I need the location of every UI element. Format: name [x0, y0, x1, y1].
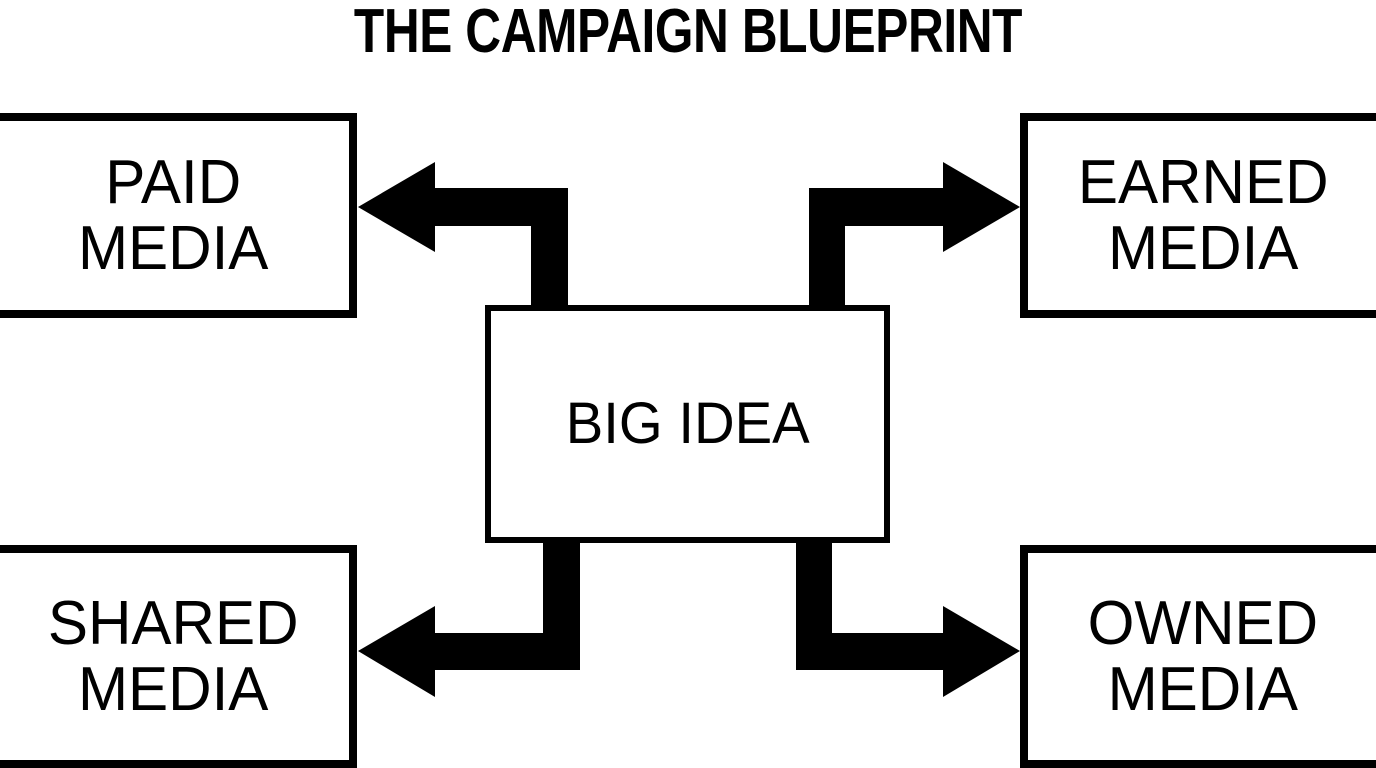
connector-big-idea-to-earned [809, 162, 1020, 320]
node-box-shared-media[interactable]: SHARED MEDIA [0, 545, 357, 768]
node-label-owned-media: OWNED MEDIA [1087, 588, 1319, 724]
node-box-big-idea[interactable]: BIG IDEA [485, 305, 890, 543]
node-box-owned-media[interactable]: OWNED MEDIA [1020, 545, 1376, 768]
node-label-big-idea: BIG IDEA [565, 391, 810, 456]
node-label-paid-media: PAID MEDIA [78, 147, 269, 283]
connector-big-idea-to-shared [358, 528, 580, 697]
node-box-earned-media[interactable]: EARNED MEDIA [1020, 113, 1376, 318]
connector-big-idea-to-owned [796, 528, 1020, 697]
page-title: THE CAMPAIGN BLUEPRINT [353, 0, 1023, 66]
node-box-paid-media[interactable]: PAID MEDIA [0, 113, 357, 318]
node-label-earned-media: EARNED MEDIA [1077, 147, 1329, 283]
connector-big-idea-to-paid [358, 162, 568, 320]
node-label-shared-media: SHARED MEDIA [48, 588, 299, 724]
